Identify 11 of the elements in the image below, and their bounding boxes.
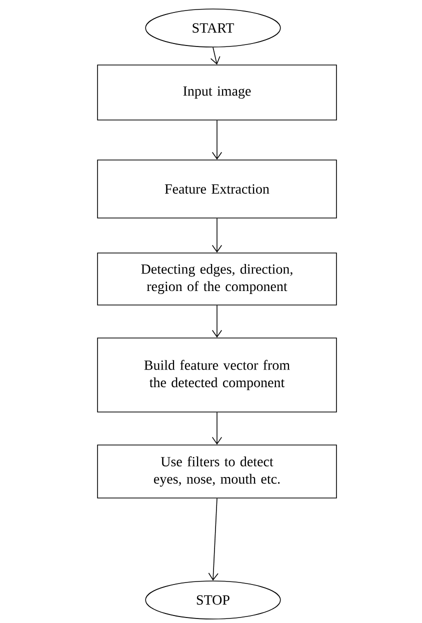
arrow xyxy=(212,305,222,338)
arrow xyxy=(212,218,222,253)
arrow xyxy=(210,47,220,65)
process-box: Feature Extraction xyxy=(97,160,337,218)
arrow xyxy=(208,498,218,581)
process-box: Build feature vector from the detected component xyxy=(97,338,337,412)
arrow xyxy=(212,412,222,445)
process-box: Detecting edges, direction, region of the component xyxy=(97,252,337,306)
process-box: Input image xyxy=(97,64,337,120)
arrow xyxy=(212,120,222,160)
process-box: Use filters to detect eyes, nose, mouth etc. xyxy=(97,444,337,498)
